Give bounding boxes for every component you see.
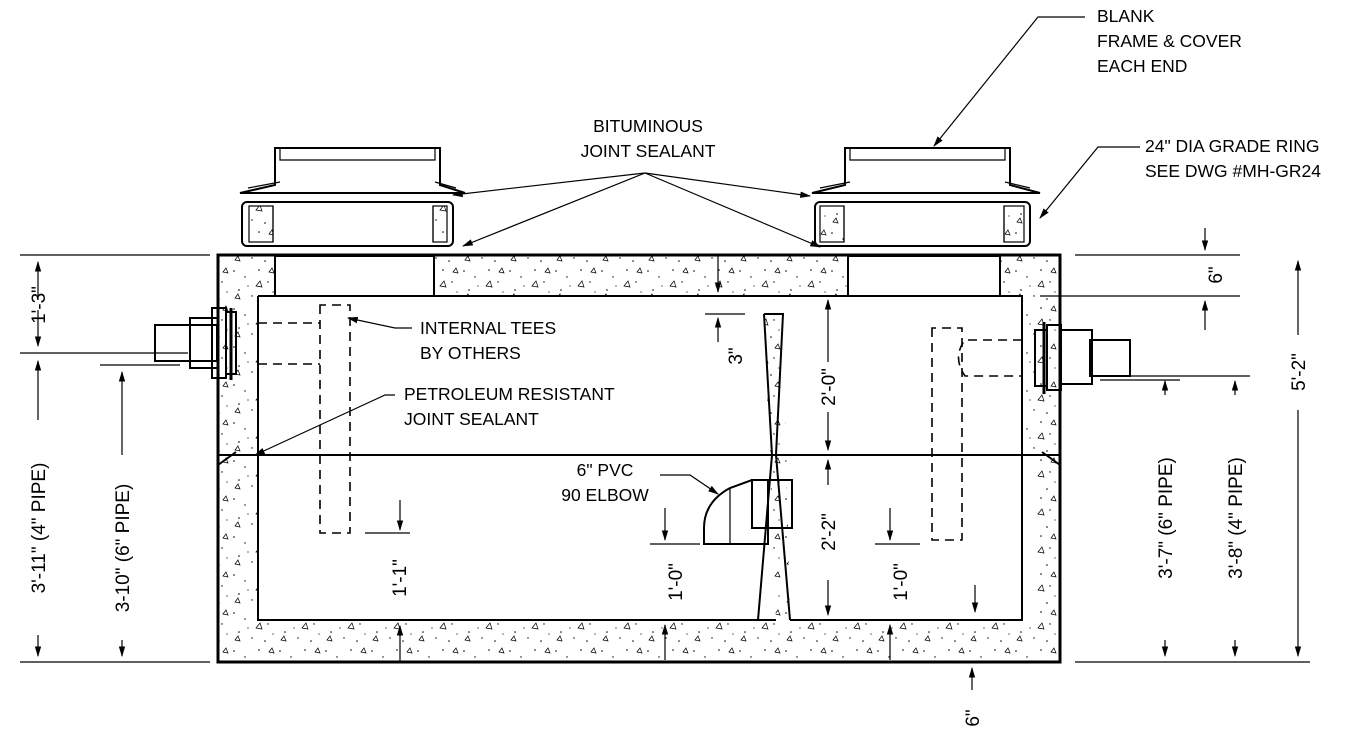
frame-cover-label-line3: EACH END	[1097, 56, 1187, 76]
internal-tee-left	[319, 304, 351, 534]
separator-concrete-shell	[216, 253, 1062, 664]
dim-lid-thickness: 6"	[1206, 266, 1227, 283]
grade-ring-label-line1: 24" DIA GRADE RING	[1145, 136, 1319, 156]
petroleum-label-line2: JOINT SEALANT	[404, 409, 539, 429]
dim-top-slab: 1'-3"	[29, 286, 50, 324]
dimension-lines	[20, 228, 1310, 690]
grade-ring-label-line2: SEE DWG #MH-GR24	[1145, 161, 1321, 181]
dim-inlet-4in: 3'-11" (4" PIPE)	[29, 463, 50, 594]
pvc-elbow-label-line1: 6" PVC	[577, 460, 634, 480]
dim-elbow-height-left: 1'-0"	[666, 563, 687, 601]
dim-overall-height: 5'-2"	[1289, 353, 1310, 391]
pvc-elbow	[703, 479, 793, 545]
frame-cover-left	[239, 147, 466, 194]
dim-inlet-6in: 3-10" (6" PIPE)	[113, 484, 134, 613]
grade-ring-left	[241, 201, 454, 247]
inlet-pipe-assembly	[154, 307, 320, 380]
callout-labels: BLANK FRAME & COVER EACH END BITUMINOUS …	[404, 6, 1321, 505]
dim-elbow-height-right: 1'-0"	[891, 563, 912, 601]
dim-base-slab: 6"	[963, 709, 984, 726]
grade-ring-right	[814, 201, 1031, 247]
baffle-wall	[757, 313, 791, 621]
frame-cover-right	[811, 147, 1041, 194]
pvc-elbow-label-line2: 90 ELBOW	[561, 485, 649, 505]
internal-tees-label-line2: BY OTHERS	[420, 343, 521, 363]
internal-tees-label-line1: INTERNAL TEES	[420, 318, 556, 338]
bituminous-label-line2: JOINT SEALANT	[581, 141, 716, 161]
dim-outlet-4in: 3'-8" (4" PIPE)	[1226, 457, 1247, 579]
petroleum-label-line1: PETROLEUM RESISTANT	[404, 384, 615, 404]
access-opening-right	[847, 255, 1001, 297]
access-opening-left	[274, 255, 435, 297]
dim-baffle-top: 3"	[726, 347, 747, 364]
dim-tee-drop: 1'-1"	[390, 559, 411, 597]
dimension-labels: 1'-3" 3'-11" (4" PIPE) 3-10" (6" PIPE) 1…	[29, 266, 1310, 726]
internal-tee-right	[931, 327, 963, 541]
outlet-pipe-assembly	[957, 322, 1131, 394]
dim-upper-chamber: 2'-0"	[819, 368, 840, 406]
frame-cover-label-line2: FRAME & COVER	[1097, 31, 1242, 51]
bituminous-label-line1: BITUMINOUS	[593, 116, 703, 136]
dim-outlet-6in: 3'-7" (6" PIPE)	[1156, 457, 1177, 579]
dim-lower-chamber: 2'-2"	[819, 513, 840, 551]
leader-lines	[254, 16, 1140, 495]
frame-cover-label-line1: BLANK	[1097, 6, 1155, 26]
